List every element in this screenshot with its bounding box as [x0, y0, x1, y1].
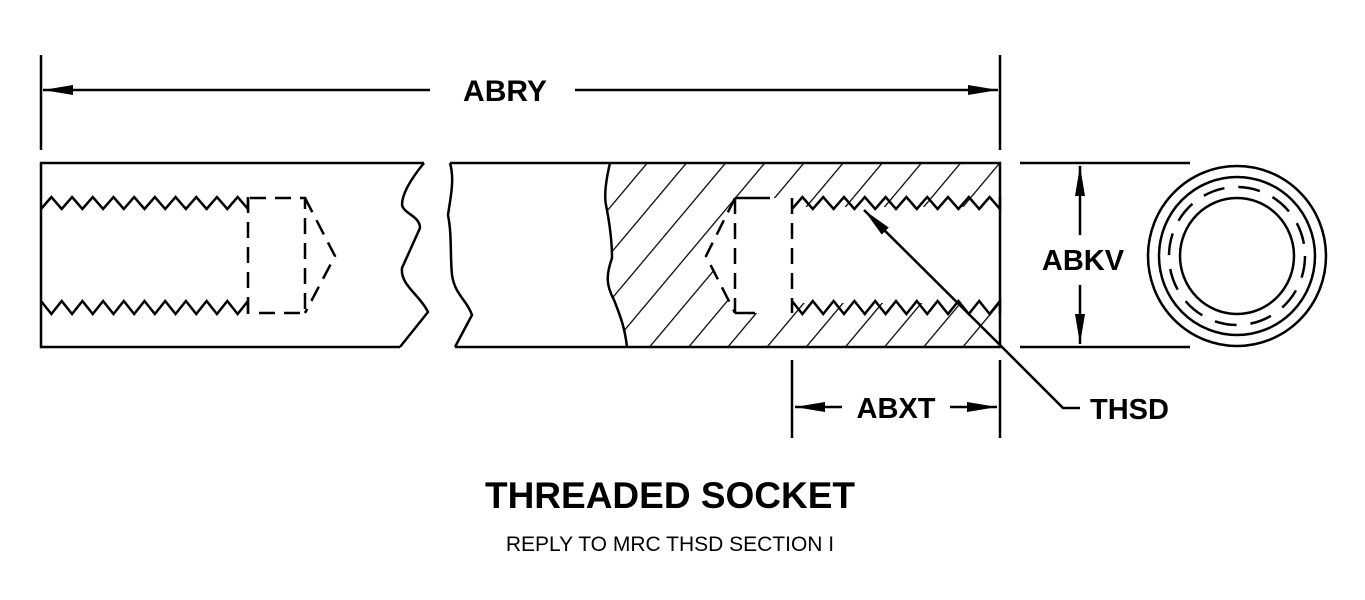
- thread-zigzag: [40, 297, 250, 317]
- end-view: [1146, 164, 1328, 348]
- thread-length-dimension: ABXT: [790, 360, 1002, 438]
- sectioned-right-part: [446, 161, 1002, 349]
- left-section: [39, 161, 430, 349]
- thsd-label: THSD: [1090, 394, 1169, 426]
- drawing-subtitle: REPLY TO MRC THSD SECTION I: [506, 533, 834, 556]
- abxt-label: ABXT: [857, 393, 936, 425]
- abkv-label: ABKV: [1042, 245, 1125, 277]
- drawing-title: THREADED SOCKET: [485, 475, 855, 516]
- thread-zigzag: [40, 195, 250, 213]
- outside-diameter-dimension: ABKV: [1020, 161, 1190, 349]
- overall-length-dimension: ABRY: [39, 55, 1002, 150]
- thread-callout-leader: THSD: [863, 209, 1169, 426]
- abry-label: ABRY: [463, 75, 547, 108]
- thread-zigzag: [791, 195, 1002, 213]
- thread-zigzag: [791, 297, 1002, 317]
